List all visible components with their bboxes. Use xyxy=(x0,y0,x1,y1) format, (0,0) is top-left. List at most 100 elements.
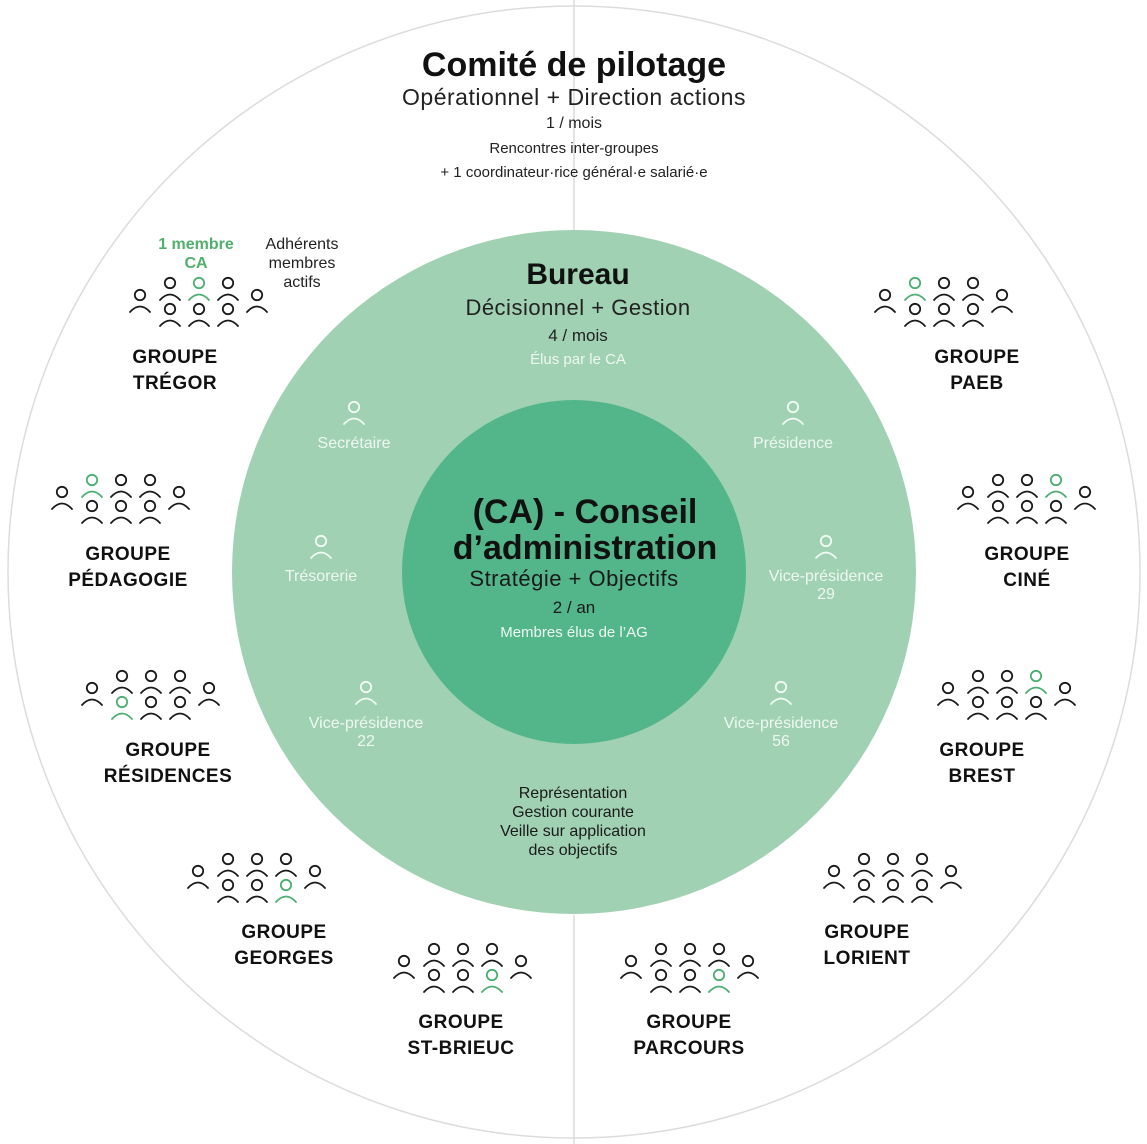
role-label: Présidence xyxy=(752,435,834,452)
ca-member-icon xyxy=(188,276,210,301)
group-member-cluster xyxy=(937,669,1076,720)
group-label-tregor: GROUPE TRÉGOR xyxy=(132,347,218,394)
bureau-frequency: 4 / mois xyxy=(548,326,608,345)
group-label-paeb: GROUPE PAEB xyxy=(934,347,1020,394)
ca-member-icon xyxy=(708,968,730,993)
member-icon xyxy=(168,485,190,510)
person-icon xyxy=(310,534,332,559)
person-icon xyxy=(355,680,377,705)
member-icon xyxy=(996,695,1018,720)
member-icon xyxy=(911,852,933,877)
member-icon xyxy=(81,499,103,524)
group-member-cluster xyxy=(823,852,962,903)
member-icon xyxy=(967,695,989,720)
member-icon xyxy=(111,669,133,694)
member-icon xyxy=(962,276,984,301)
role-label: Vice-présidence 56 xyxy=(723,715,839,750)
ca-member-icon xyxy=(481,968,503,993)
member-icon xyxy=(129,288,151,313)
member-icon xyxy=(304,864,326,889)
member-icon xyxy=(679,942,701,967)
ca-member-icon xyxy=(111,695,133,720)
member-icon xyxy=(110,499,132,524)
comite-subtitle: Opérationnel + Direction actions xyxy=(402,84,746,110)
person-icon xyxy=(343,400,365,425)
member-icon xyxy=(679,968,701,993)
comite-circle xyxy=(7,5,1141,1139)
member-icon xyxy=(708,942,730,967)
member-icon xyxy=(996,669,1018,694)
member-icon xyxy=(423,942,445,967)
member-icon xyxy=(823,864,845,889)
member-icon xyxy=(1074,485,1096,510)
member-icon xyxy=(246,878,268,903)
group-label-georges: GROUPE GEORGES xyxy=(234,922,334,969)
member-icon xyxy=(217,302,239,327)
member-icon xyxy=(169,669,191,694)
group-member-cluster xyxy=(957,473,1096,524)
ca-subtitle: Stratégie + Objectifs xyxy=(469,566,679,591)
group-member-cluster xyxy=(51,473,190,524)
person-icon xyxy=(770,680,792,705)
group-label-brest: GROUPE BREST xyxy=(939,740,1025,787)
group-member-cluster xyxy=(874,276,1013,327)
member-icon xyxy=(874,288,896,313)
comite-frequency: 1 / mois xyxy=(545,115,603,132)
member-icon xyxy=(393,954,415,979)
bureau-elected: Élus par le CA xyxy=(530,351,626,368)
member-icon xyxy=(139,499,161,524)
ca-frequency: 2 / an xyxy=(552,598,596,617)
member-icon xyxy=(198,681,220,706)
member-icon xyxy=(933,302,955,327)
member-icon xyxy=(991,288,1013,313)
member-icon xyxy=(187,864,209,889)
member-icon xyxy=(110,473,132,498)
member-icon xyxy=(423,968,445,993)
ca-title: (CA) - Conseil d’administration xyxy=(452,493,718,567)
group-label-lorient: GROUPE LORIENT xyxy=(823,922,911,969)
member-icon xyxy=(882,878,904,903)
group-label-residences: GROUPE RÉSIDENCES xyxy=(103,740,233,787)
comite-note: Rencontres inter-groupes xyxy=(489,140,659,157)
ca-circle xyxy=(402,400,746,744)
member-icon xyxy=(962,302,984,327)
member-icon xyxy=(139,473,161,498)
member-icon xyxy=(737,954,759,979)
member-icon xyxy=(169,695,191,720)
member-icon xyxy=(957,485,979,510)
member-icon xyxy=(452,968,474,993)
group-member-cluster xyxy=(620,942,759,993)
group-member-cluster xyxy=(187,852,326,903)
member-icon xyxy=(904,302,926,327)
member-icon xyxy=(51,485,73,510)
member-icon xyxy=(987,499,1009,524)
member-icon xyxy=(1016,499,1038,524)
person-icon xyxy=(815,534,837,559)
ca-member-icon xyxy=(904,276,926,301)
group-member-cluster xyxy=(81,669,220,720)
ca-member-icon xyxy=(275,878,297,903)
group-member-cluster xyxy=(393,942,532,993)
member-icon xyxy=(940,864,962,889)
group-member-cluster xyxy=(129,276,268,327)
member-icon xyxy=(937,681,959,706)
role-label: Vice-présidence 22 xyxy=(308,715,424,750)
member-icon xyxy=(1016,473,1038,498)
member-icon xyxy=(159,302,181,327)
member-icon xyxy=(1045,499,1067,524)
group-label-cine: GROUPE CINÉ xyxy=(984,544,1070,591)
member-icon xyxy=(188,302,210,327)
member-icon xyxy=(217,276,239,301)
comite-title: Comité de pilotage xyxy=(421,46,727,84)
member-icon xyxy=(911,878,933,903)
member-icon xyxy=(853,852,875,877)
member-icon xyxy=(246,288,268,313)
person-icon xyxy=(782,400,804,425)
member-icon xyxy=(510,954,532,979)
member-icon xyxy=(140,669,162,694)
group-label-parcours: GROUPE PARCOURS xyxy=(633,1012,745,1059)
group-label-st-brieuc: GROUPE ST-BRIEUC xyxy=(407,1012,515,1059)
group-label-pedagogie: GROUPE PÉDAGOGIE xyxy=(68,544,188,591)
member-icon xyxy=(882,852,904,877)
